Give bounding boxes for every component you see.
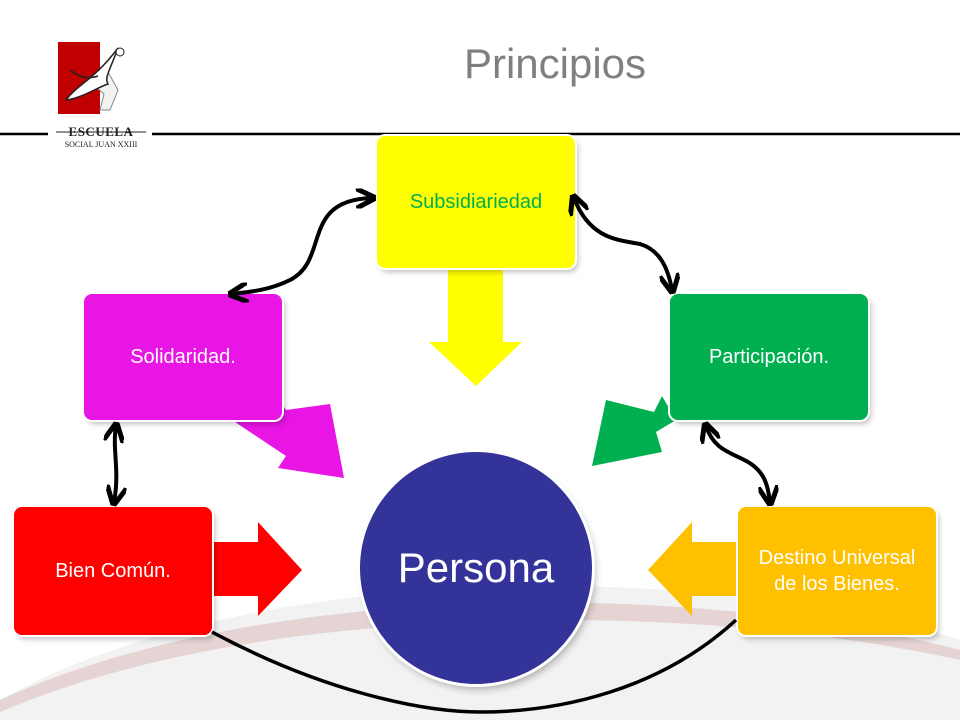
node-bien-comun: Bien Común.: [14, 507, 212, 635]
logo-text-subtitle: SOCIAL JUAN XXIII: [64, 140, 138, 149]
logo-text-escuela: ESCUELA: [68, 124, 134, 139]
node-destino: Destino Universal de los Bienes.: [738, 507, 936, 635]
node-solidaridad: Solidaridad.: [84, 294, 282, 420]
escuela-logo: [56, 42, 146, 133]
center-persona: Persona: [360, 452, 592, 684]
node-participacion: Participación.: [670, 294, 868, 420]
node-subsidiariedad: Subsidiariedad: [377, 136, 575, 268]
slide-title: Principios: [463, 40, 647, 87]
